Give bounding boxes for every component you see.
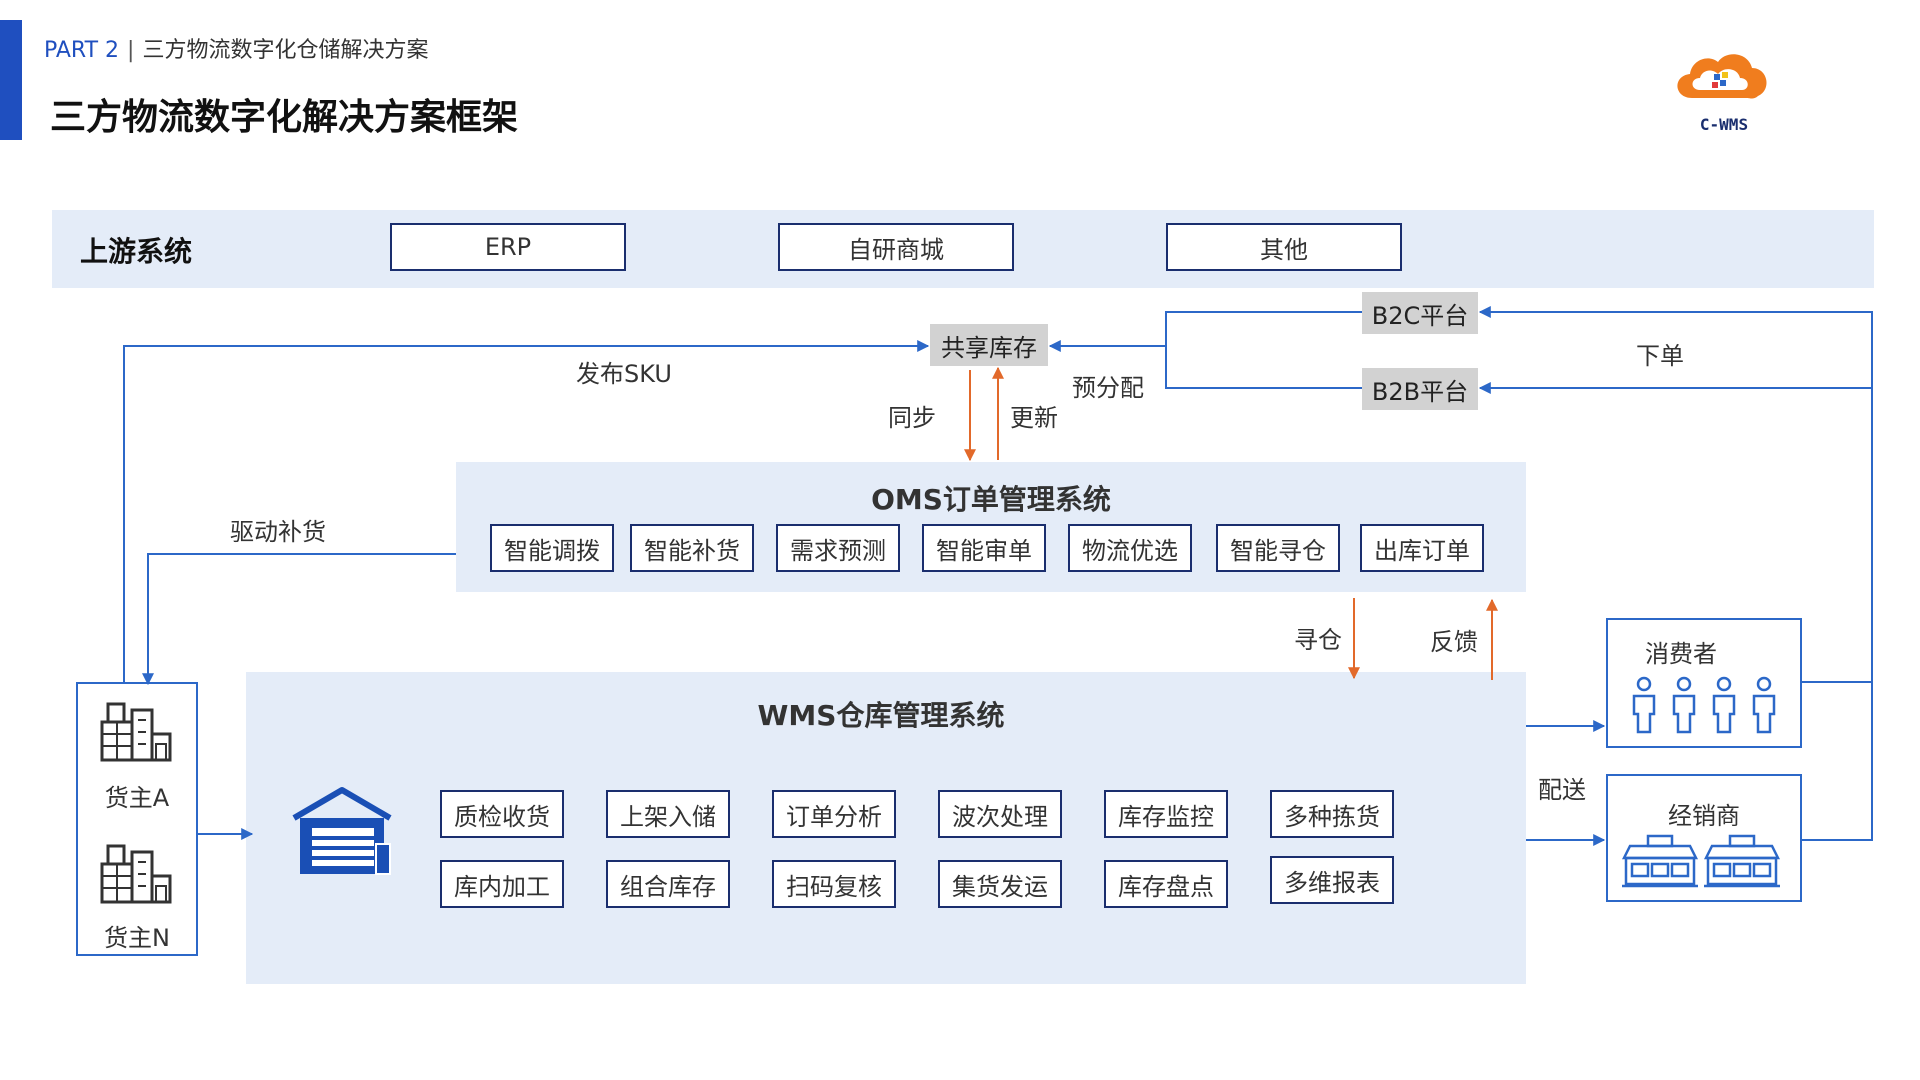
oms-module: 需求预测 bbox=[776, 524, 900, 572]
oms-module: 出库订单 bbox=[1360, 524, 1484, 572]
line-platform-bracket bbox=[1165, 311, 1362, 389]
oms-module: 智能补货 bbox=[630, 524, 754, 572]
section-name: 三方物流数字化仓储解决方案 bbox=[142, 38, 429, 63]
store-icon bbox=[1620, 832, 1790, 890]
wms-module: 库存盘点 bbox=[1104, 860, 1228, 908]
section-kicker: PART 2|三方物流数字化仓储解决方案 bbox=[44, 38, 429, 63]
building-icon bbox=[98, 842, 174, 904]
wms-module: 扫码复核 bbox=[772, 860, 896, 908]
wms-module: 波次处理 bbox=[938, 790, 1062, 838]
wms-module: 上架入储 bbox=[606, 790, 730, 838]
owner-a-label: 货主A bbox=[104, 784, 170, 812]
b2c-platform-box: B2C平台 bbox=[1362, 292, 1478, 334]
wms-module: 库存监控 bbox=[1104, 790, 1228, 838]
oms-title: OMS订单管理系统 bbox=[871, 483, 1111, 516]
owners-panel bbox=[76, 682, 198, 956]
wms-module: 多种拣货 bbox=[1270, 790, 1394, 838]
upstream-label: 上游系统 bbox=[80, 235, 193, 268]
wms-module: 集货发运 bbox=[938, 860, 1062, 908]
line-distributor-order bbox=[1802, 682, 1873, 841]
label-pre-allocate: 预分配 bbox=[1072, 374, 1144, 402]
cloud-logo-icon: C-WMS bbox=[1677, 54, 1767, 134]
label-sync: 同步 bbox=[888, 404, 936, 432]
oms-module: 智能寻仓 bbox=[1216, 524, 1340, 572]
accent-bar bbox=[0, 20, 22, 140]
label-feedback: 反馈 bbox=[1430, 628, 1478, 656]
owner-n-label: 货主N bbox=[104, 924, 170, 952]
label-publish-sku: 发布SKU bbox=[576, 360, 672, 388]
page-title: 三方物流数字化解决方案框架 bbox=[50, 97, 519, 138]
oms-module: 智能调拨 bbox=[490, 524, 614, 572]
distributor-label: 经销商 bbox=[1668, 802, 1740, 830]
label-place-order: 下单 bbox=[1636, 342, 1684, 370]
label-find-warehouse: 寻仓 bbox=[1294, 626, 1342, 654]
warehouse-icon bbox=[290, 784, 394, 880]
arrow-order-b2c bbox=[1478, 306, 1873, 683]
shared-inventory-box: 共享库存 bbox=[930, 324, 1048, 366]
label-update: 更新 bbox=[1010, 404, 1058, 432]
consumer-label: 消费者 bbox=[1645, 640, 1717, 668]
upstream-other: 其他 bbox=[1166, 223, 1402, 271]
people-icon bbox=[1626, 676, 1786, 734]
upstream-mall: 自研商城 bbox=[778, 223, 1014, 271]
oms-module: 智能审单 bbox=[922, 524, 1046, 572]
part-number: PART 2 bbox=[44, 38, 120, 63]
building-icon bbox=[98, 700, 174, 762]
distributor-panel bbox=[1606, 774, 1802, 902]
oms-module: 物流优选 bbox=[1068, 524, 1192, 572]
upstream-erp: ERP bbox=[390, 223, 626, 271]
arrow-drive-replenish bbox=[142, 553, 456, 686]
wms-title: WMS仓库管理系统 bbox=[757, 699, 1005, 732]
wms-module: 库内加工 bbox=[440, 860, 564, 908]
label-delivery: 配送 bbox=[1538, 776, 1586, 804]
logo-text: C-WMS bbox=[1700, 115, 1748, 134]
cwms-logo: C-WMS bbox=[1664, 40, 1784, 140]
wms-module: 质检收货 bbox=[440, 790, 564, 838]
wms-module: 订单分析 bbox=[772, 790, 896, 838]
wms-module: 多维报表 bbox=[1270, 856, 1394, 904]
label-drive-replenish: 驱动补货 bbox=[230, 518, 326, 546]
b2b-platform-box: B2B平台 bbox=[1362, 368, 1478, 410]
wms-module: 组合库存 bbox=[606, 860, 730, 908]
arrow-publish-sku bbox=[123, 340, 930, 682]
